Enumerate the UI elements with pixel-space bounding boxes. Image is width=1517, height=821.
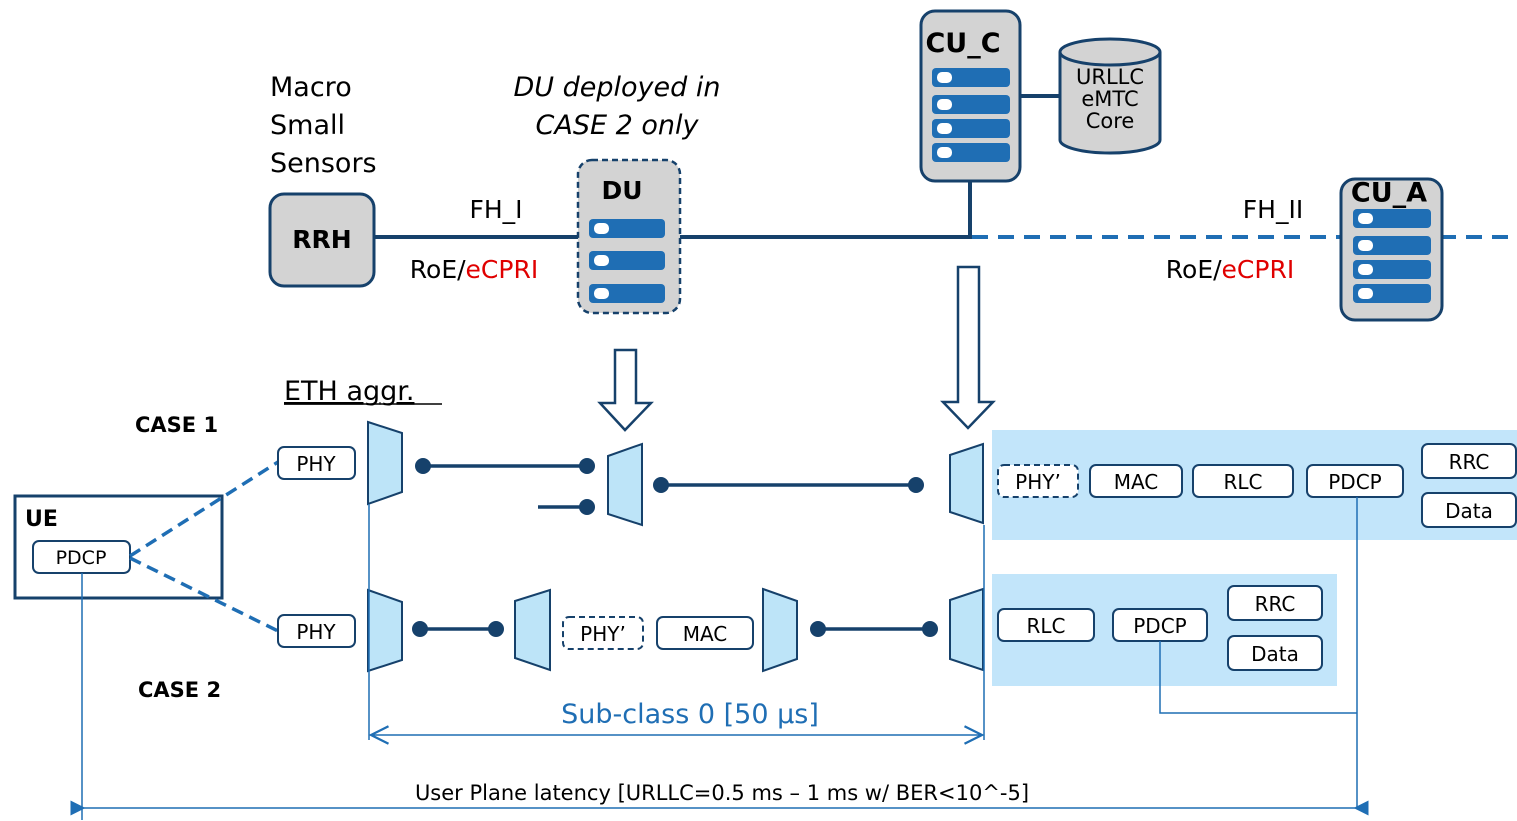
cu-a-server-slot-1 — [1353, 209, 1431, 228]
svg-text:Sensors: Sensors — [270, 148, 377, 179]
cu-c-server-slot-3 — [932, 119, 1010, 138]
case1-data-block[interactable]: Data — [1421, 492, 1517, 528]
case1-link-a-end-left — [415, 458, 431, 474]
svg-text:PHY: PHY — [296, 452, 336, 476]
case2-link-a-end-right — [488, 621, 504, 637]
svg-text:RRH: RRH — [292, 225, 351, 254]
case2-eth-switch-2 — [514, 588, 551, 672]
fh1-label: FH_I — [469, 195, 522, 224]
svg-text:URLLC: URLLC — [1076, 65, 1144, 89]
svg-text:PDCP: PDCP — [1328, 470, 1382, 494]
du-server-slot-2 — [589, 251, 665, 270]
case1-link-c-end-left — [653, 477, 669, 493]
case2-pdcp-return-path — [1159, 641, 1357, 714]
case1-eth-switch-3 — [949, 442, 984, 525]
svg-text:Small: Small — [270, 110, 345, 141]
svg-text:MAC: MAC — [683, 622, 728, 646]
case2-link-b-end-left — [810, 621, 826, 637]
case2-eth-switch-1 — [367, 588, 403, 673]
cu-c-server-slot-2 — [932, 95, 1010, 114]
svg-text:RLC: RLC — [1026, 614, 1065, 638]
case1-label: CASE 1 — [135, 413, 218, 437]
cu-a-server-slot-2 — [1353, 236, 1431, 255]
svg-text:RRC: RRC — [1255, 592, 1296, 616]
ue-case1-radio-link — [129, 460, 279, 558]
case1-eth-switch-2 — [607, 442, 643, 527]
ue-case2-radio-link — [129, 556, 279, 633]
du-node[interactable]: DU — [576, 158, 682, 315]
svg-text:MAC: MAC — [1114, 470, 1159, 494]
svg-text:CU_A: CU_A — [1351, 178, 1427, 209]
du-server-slot-3 — [589, 284, 665, 303]
svg-text:Data: Data — [1445, 499, 1493, 523]
svg-text:CU_C: CU_C — [925, 28, 1000, 59]
rrh-types-label: Macro Small Sensors — [270, 72, 377, 179]
svg-text:RLC: RLC — [1223, 470, 1262, 494]
case2-link-b-end-right — [922, 621, 938, 637]
case1-eth-switch-1 — [367, 420, 403, 506]
du-down-arrow-icon — [597, 348, 654, 432]
svg-text:eMTC: eMTC — [1081, 87, 1138, 111]
case2-rrc-block[interactable]: RRC — [1227, 585, 1323, 621]
svg-text:PHY’: PHY’ — [1015, 470, 1061, 494]
ue-pdcp-block[interactable]: PDCP — [32, 540, 131, 574]
case1-rlc-block[interactable]: RLC — [1192, 464, 1294, 498]
case2-eth-switch-3 — [762, 587, 798, 673]
fh1-protocol-label: RoE/eCPRI — [410, 255, 538, 284]
case2-eth-switch-4 — [949, 587, 984, 672]
case1-pdcp-block[interactable]: PDCP — [1306, 464, 1404, 498]
svg-text:RRC: RRC — [1449, 450, 1490, 474]
core-database-icon[interactable]: URLLC eMTC Core — [1058, 37, 1162, 155]
du-server-slot-1 — [589, 219, 665, 238]
case2-phy-block[interactable]: PHY — [277, 614, 356, 648]
case2-rlc-block[interactable]: RLC — [997, 608, 1095, 642]
svg-text:Macro: Macro — [270, 72, 352, 103]
svg-text:UE: UE — [25, 507, 58, 532]
cu-c-server-slot-4 — [932, 143, 1010, 162]
cu-a-node[interactable]: CU_A — [1339, 177, 1444, 322]
svg-text:Data: Data — [1251, 642, 1299, 666]
svg-text:PHY’: PHY’ — [580, 622, 626, 646]
cu-a-server-slot-4 — [1353, 284, 1431, 303]
svg-text:DU deployed in: DU deployed in — [514, 72, 721, 103]
latency-label: User Plane latency [URLLC=0.5 ms – 1 ms … — [415, 781, 1029, 805]
case2-pdcp-block[interactable]: PDCP — [1112, 608, 1208, 642]
case1-link-c-end-right — [908, 477, 924, 493]
svg-text:Core: Core — [1086, 109, 1135, 133]
case2-label: CASE 2 — [138, 678, 221, 702]
case2-mac-block[interactable]: MAC — [656, 616, 754, 650]
cu-c-server-slot-1 — [932, 68, 1010, 87]
svg-text:PDCP: PDCP — [1133, 614, 1187, 638]
case2-phy-prime-block[interactable]: PHY’ — [562, 616, 644, 650]
rrh-node[interactable]: RRH — [268, 192, 376, 288]
case1-mac-block[interactable]: MAC — [1089, 464, 1183, 498]
case2-link-a-end-left — [412, 621, 428, 637]
cu-a-server-slot-3 — [1353, 260, 1431, 279]
case1-phy-block[interactable]: PHY — [277, 446, 356, 480]
case1-phy-prime-block[interactable]: PHY’ — [997, 464, 1079, 498]
case1-link-b-end — [579, 499, 595, 515]
subclass-label: Sub-class 0 [50 μs] — [561, 699, 819, 730]
case2-data-block[interactable]: Data — [1227, 635, 1323, 671]
cu-down-arrow-icon — [940, 265, 996, 430]
fh2-label: FH_II — [1243, 195, 1303, 224]
cu-c-node[interactable]: CU_C — [919, 9, 1022, 183]
case1-link-a-end-right — [579, 458, 595, 474]
du-deployment-note: DU deployed in CASE 2 only — [514, 72, 721, 141]
fh2-protocol-label: RoE/eCPRI — [1166, 255, 1294, 284]
eth-aggregation-label: ETH aggr. — [284, 376, 414, 407]
svg-text:PDCP: PDCP — [56, 547, 107, 569]
svg-text:CASE 2 only: CASE 2 only — [536, 110, 700, 141]
case1-rrc-block[interactable]: RRC — [1421, 443, 1517, 479]
svg-text:PHY: PHY — [296, 620, 336, 644]
svg-text:DU: DU — [601, 176, 642, 205]
